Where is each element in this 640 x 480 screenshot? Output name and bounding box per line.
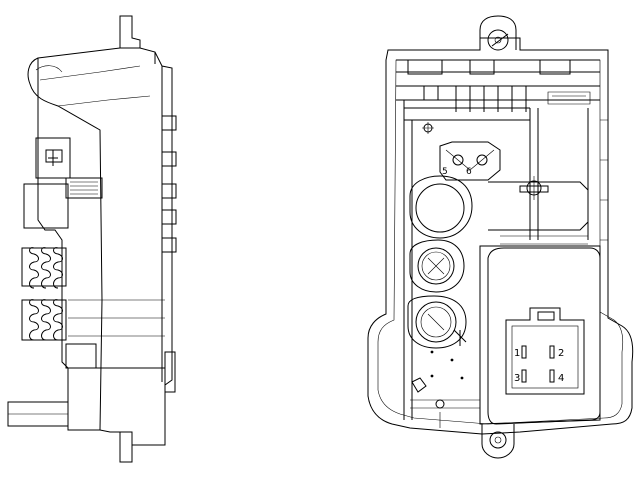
front-header-band [396, 59, 600, 121]
front-capacitor-top [409, 175, 473, 239]
pin-3 [521, 369, 527, 383]
plug-connector: 1 2 3 4 [505, 307, 585, 395]
side-lower-connector [7, 343, 97, 427]
plug-inner [511, 325, 579, 389]
connector-housing [479, 245, 601, 425]
pin-label-1: 1 [514, 348, 520, 359]
front-terminal-lead [453, 329, 467, 346]
top-mounting-tab [119, 15, 141, 48]
plug-latch [537, 311, 555, 321]
coil-upper [21, 247, 67, 289]
front-top-boss [479, 15, 517, 51]
front-view: 5 6 [367, 15, 634, 459]
front-bottom-feature [410, 377, 480, 428]
front-bottom-boss [481, 424, 515, 459]
front-screw-marker [422, 122, 434, 134]
side-hook [35, 65, 63, 73]
side-right-tab [164, 351, 176, 393]
front-center-rail [529, 108, 539, 240]
bottom-mounting-tab [119, 432, 133, 463]
front-housing-outline [367, 37, 634, 435]
side-view [7, 15, 177, 463]
side-body-curve [27, 57, 103, 431]
side-connector-block [23, 177, 103, 229]
side-section-lines [68, 299, 165, 337]
front-left-rail [403, 100, 413, 420]
pin-label-4: 4 [558, 373, 564, 384]
pin-4 [549, 369, 555, 383]
pin-2 [549, 345, 555, 359]
coil-label-6: 6 [466, 167, 472, 177]
front-dots [430, 350, 464, 380]
front-right-ribs [600, 119, 608, 241]
side-fins [154, 52, 177, 382]
plug-outline [505, 307, 585, 395]
pin-label-3: 3 [514, 373, 520, 384]
side-socket [35, 137, 71, 179]
front-control-module [488, 176, 589, 245]
front-coil-lower [407, 295, 467, 349]
front-inner-outline [377, 59, 624, 425]
side-housing-outline [37, 47, 173, 446]
pin-label-2: 2 [558, 348, 564, 359]
side-ridge-line-2 [57, 95, 151, 107]
side-ridge-line [39, 65, 141, 81]
coil-lower [21, 299, 67, 341]
pin-1 [521, 345, 527, 359]
coil-terminal-block: 5 6 [439, 141, 501, 181]
front-coil-middle [409, 239, 465, 293]
coil-label-5: 5 [442, 167, 448, 177]
